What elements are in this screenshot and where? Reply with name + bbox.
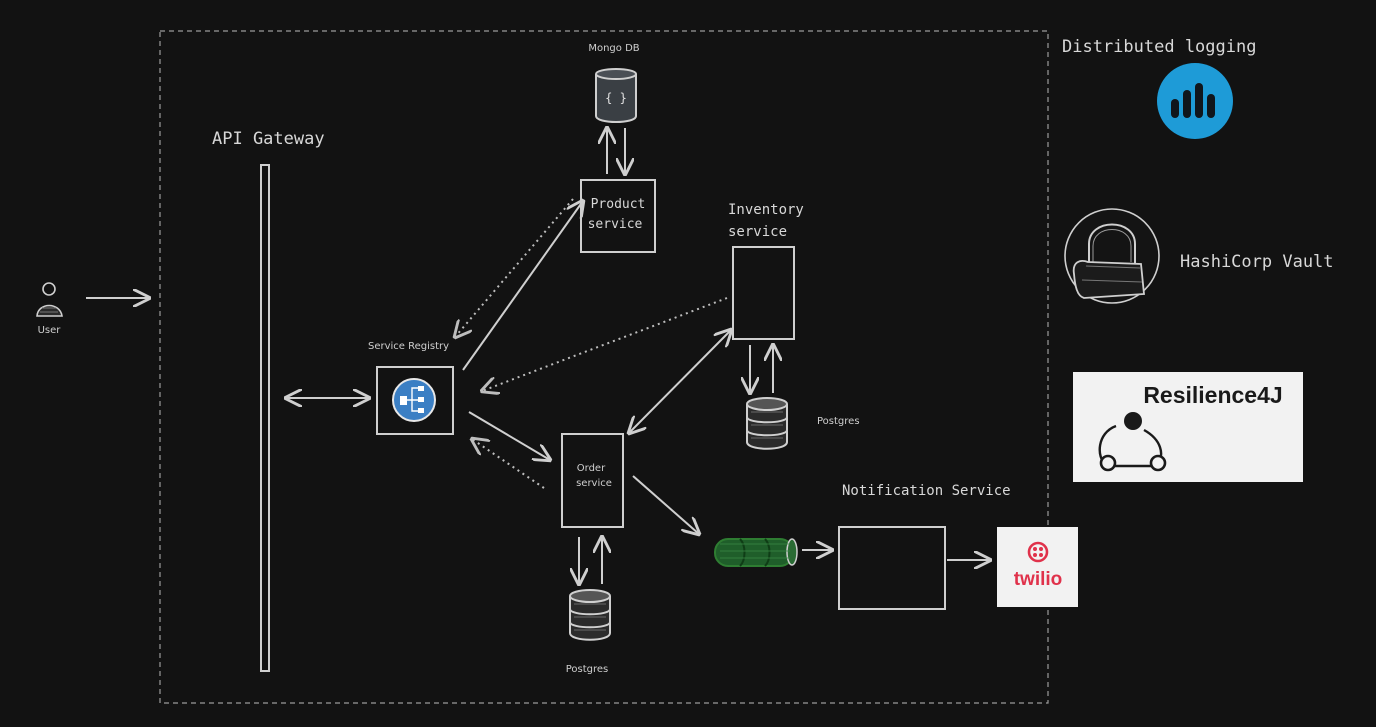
notification-service-box bbox=[838, 526, 946, 610]
twilio-logo-box bbox=[997, 527, 1078, 607]
resilience4j-label: Resilience4J bbox=[1143, 382, 1282, 408]
twilio-logo bbox=[1027, 541, 1049, 563]
notification-service-label: Notification Service bbox=[842, 483, 1011, 499]
api-gateway-label: API Gateway bbox=[212, 129, 325, 149]
resilience-graph-icon bbox=[1098, 412, 1167, 472]
mongo-db-icon: { } bbox=[595, 68, 637, 123]
mongo-glyph: { } bbox=[605, 91, 627, 105]
vault-label: HashiCorp Vault bbox=[1180, 252, 1334, 272]
service-registry-icon bbox=[392, 378, 436, 422]
postgres-inventory-label: Postgres bbox=[817, 416, 860, 427]
database-icon bbox=[569, 589, 611, 641]
user-icon bbox=[36, 282, 63, 317]
database-icon bbox=[746, 397, 788, 450]
service-registry-box bbox=[376, 366, 454, 435]
api-gateway-bar bbox=[260, 164, 270, 672]
inventory-service-label-1: Inventory bbox=[728, 202, 804, 218]
order-service-label-1: Order bbox=[577, 463, 606, 474]
order-inventory-arrow bbox=[629, 330, 731, 433]
product-service-label-2: service bbox=[588, 217, 643, 232]
product-to-registry-dotted-arrow bbox=[455, 198, 574, 337]
system-boundary bbox=[159, 30, 1049, 704]
distributed-logging-label: Distributed logging bbox=[1062, 37, 1256, 57]
inventory-service-label-2: service bbox=[728, 224, 787, 240]
logging-bars-icon bbox=[1157, 63, 1233, 139]
order-service-box bbox=[561, 433, 624, 528]
user-label: User bbox=[38, 325, 62, 336]
twilio-label: twilio bbox=[1014, 569, 1063, 590]
product-service-label-1: Product bbox=[591, 197, 646, 212]
product-service-box bbox=[580, 179, 656, 253]
order-to-registry-dotted-arrow bbox=[472, 439, 545, 489]
service-registry-label: Service Registry bbox=[368, 341, 449, 352]
inventory-service-box bbox=[732, 246, 795, 340]
registry-to-product-arrow bbox=[462, 201, 583, 371]
order-service-label-2: service bbox=[576, 478, 612, 489]
order-to-queue-arrow bbox=[632, 475, 699, 534]
lock-icon bbox=[1064, 208, 1160, 304]
registry-to-order-arrow bbox=[468, 411, 550, 460]
postgres-order-label: Postgres bbox=[566, 664, 609, 675]
message-queue-icon bbox=[714, 538, 798, 567]
inventory-to-registry-dotted-arrow bbox=[482, 297, 728, 391]
mongo-db-label: Mongo DB bbox=[588, 43, 639, 54]
